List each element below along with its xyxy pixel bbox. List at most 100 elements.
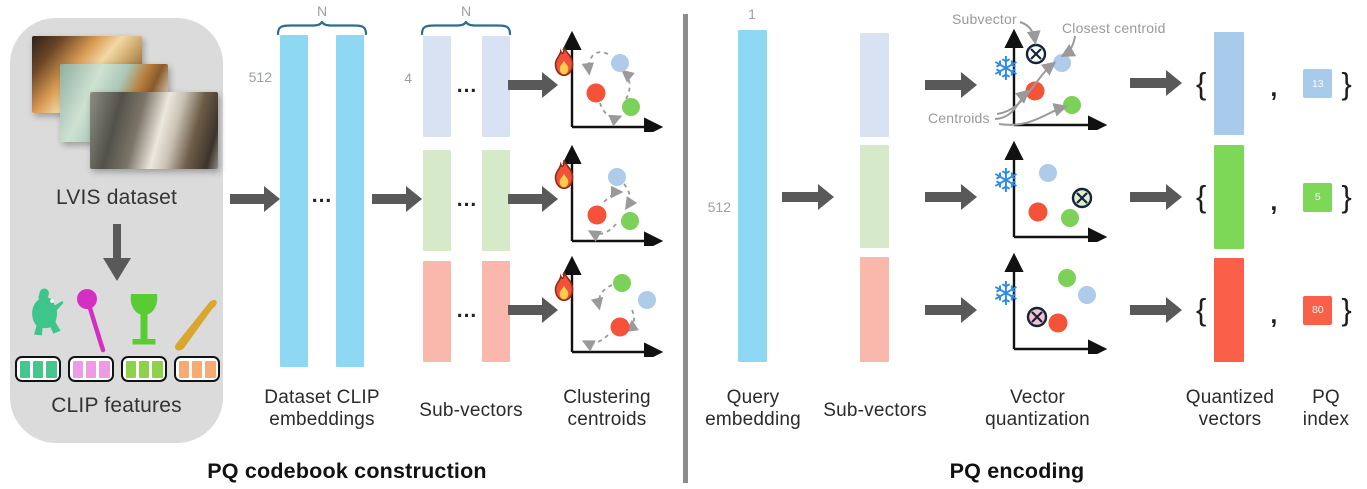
snowflake-icon: ❄ [992,275,1020,312]
feature-cell [125,360,137,378]
subvectors-ellipsis: ... [456,74,478,97]
quantized-row-red: { , 80 } [1196,258,1366,362]
close-brace: } [1341,179,1352,214]
left-caption: PQ codebook construction [207,459,487,483]
section-divider [683,14,688,483]
feature-cell [19,360,31,378]
subvector-cross-marker [1026,306,1048,328]
right-subvectors-label: Sub-vectors [823,400,927,421]
vq-plot-3 [1004,252,1108,354]
clustering-plot-3 [562,255,664,357]
embeddings-ellipsis: ... [311,184,333,207]
close-brace: } [1341,65,1352,101]
query-subvector-green [860,145,889,248]
clustering-plot-1 [562,30,664,132]
query-subvector-blue [860,33,889,137]
feature-cell [72,360,84,378]
feature-cell [204,360,216,378]
query-embedding-bar [738,30,767,362]
query-count-label: 1 [748,6,756,22]
comma: , [1270,300,1278,329]
embedding-bar [336,35,364,367]
comma: , [1270,74,1278,102]
arrow-right-icon [372,186,422,212]
embedding-bar [280,35,308,367]
subvectors-brace-icon [420,21,512,35]
feature-chip-green [121,356,167,382]
arrow-right-icon [925,184,977,210]
embeddings-n-label: N [316,3,328,19]
quantized-vector-red [1214,258,1245,362]
cafe-table-photo [90,92,218,169]
query-subvector-salmon [860,257,889,362]
arrow-right-icon [1130,184,1182,210]
embeddings-dim-label: 512 [248,69,272,85]
down-arrow-icon [103,224,131,281]
lollipop-icon [77,289,106,353]
embeddings-label: Dataset CLIP embeddings [264,387,380,431]
subvector-annotation: Subvector [952,11,1017,27]
arrow-right-icon [508,186,558,212]
feature-chip-teal [15,356,61,382]
fire-icon [554,46,574,77]
subvectors-ellipsis: ... [456,188,478,211]
query-label: Query embedding [705,387,801,431]
quantized-vector-blue [1214,32,1245,135]
arrow-right-icon [925,297,977,323]
clustering-label: Clustering centroids [563,387,651,431]
centroids-annotation: Centroids [928,110,990,126]
clip-features-label: CLIP features [51,394,182,417]
subvector-bar-green [423,150,451,251]
open-brace: { [1196,292,1207,327]
feature-cell [45,360,57,378]
subvectors-n-label: N [460,3,472,19]
query-dim-label: 512 [707,199,731,215]
fire-icon [554,271,574,302]
quantized-row-blue: { , 13 } [1196,32,1366,135]
feature-cell [85,360,97,378]
feature-cell [191,360,203,378]
subvectors-label: Sub-vectors [419,400,523,421]
pq-index-red: 80 [1303,295,1333,325]
feature-cell [151,360,163,378]
vq-plot-2 [1004,140,1108,242]
arrow-right-icon [1130,70,1182,96]
feature-cell [98,360,110,378]
arrow-right-icon [1130,297,1182,323]
quantized-label: Quantized vectors [1185,387,1275,431]
arrow-right-icon [782,184,834,210]
feature-chip-orange [174,356,220,382]
quantized-vector-green [1214,145,1245,249]
arrow-right-icon [925,72,977,98]
subvector-cross-marker [1071,187,1093,209]
open-brace: { [1196,65,1207,101]
closest-centroid-annotation: Closest centroid [1062,20,1166,36]
clustering-plot-2 [562,144,664,246]
pq-index-green: 5 [1303,182,1333,212]
feature-chip-pink [68,356,114,382]
subvector-cross-marker [1025,43,1047,65]
subvector-bar-green [482,150,510,251]
subvector-bar-salmon [423,261,451,362]
lvis-dataset-label: LVIS dataset [55,186,178,209]
vq-label: Vector quantization [985,387,1090,431]
snowflake-icon: ❄ [992,162,1020,199]
knife-icon [174,299,217,351]
embeddings-brace-icon [276,21,368,35]
snowflake-icon: ❄ [992,50,1020,87]
subvector-bar-blue [423,36,451,137]
comma: , [1270,187,1278,216]
close-brace: } [1341,292,1352,327]
bear-icon [32,288,64,336]
subvector-bar-blue [482,36,510,137]
feature-cell [138,360,150,378]
fire-icon [554,159,574,190]
arrow-right-icon [230,186,280,212]
arrow-right-icon [508,72,558,98]
open-brace: { [1196,179,1207,214]
pq-index-label: PQ index [1302,387,1350,431]
quantized-row-green: { , 5 } [1196,145,1366,249]
wine-glass-icon [130,294,158,345]
feature-cell [32,360,44,378]
